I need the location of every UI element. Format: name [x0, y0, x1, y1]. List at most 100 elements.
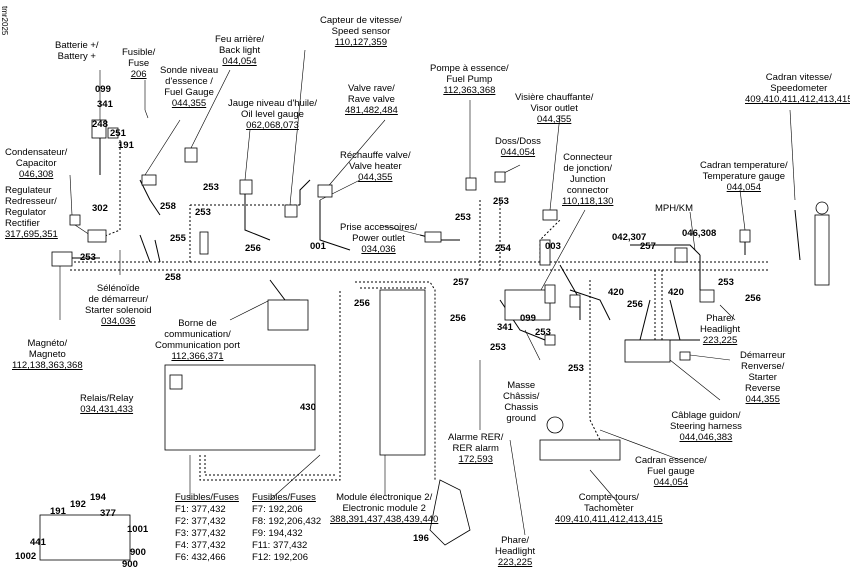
wire-callout: 420 — [668, 287, 684, 298]
wire-callout: 258 — [165, 272, 181, 283]
fuel-gauge-connector — [141, 174, 157, 186]
wire-callout: 255 — [170, 233, 186, 244]
fuse-entry: F7: 192,206 — [252, 504, 303, 515]
visor-outlet-connector — [542, 209, 558, 221]
fuse-entry: F3: 377,432 — [175, 528, 226, 539]
fuel-gauge-dial-label: Cadran essence/ Fuel gauge 044,054 — [635, 455, 707, 488]
battery-label: Batterie +/ Battery + — [55, 40, 99, 62]
rer-alarm-connector — [544, 284, 556, 304]
wire-callout: 302 — [92, 203, 108, 214]
valve-heater-label: Réchauffe valve/ Valve heater 044,355 — [340, 150, 411, 183]
junction-block — [504, 289, 551, 321]
steering-harness-block — [624, 339, 671, 363]
wire-callout: 341 — [97, 99, 113, 110]
back-light-label: Feu arrière/ Back light 044,054 — [215, 34, 265, 67]
visor-outlet-label: Visière chauffante/ Visor outlet 044,355 — [515, 92, 594, 125]
mph-km-label: MPH/KM — [655, 203, 693, 214]
wire-callout: 251 — [110, 128, 126, 139]
fuel-pump-connector — [465, 177, 477, 191]
fuse-entry: F2: 377,432 — [175, 516, 226, 527]
fuse-box-callout: 441 — [30, 537, 46, 548]
fuse-entry: F11: 377,432 — [252, 540, 308, 551]
temperature-gauge-connector — [739, 229, 751, 243]
speedometer-lamp — [815, 201, 829, 215]
comm-port-label: Borne de communication/ Communication po… — [155, 318, 241, 362]
regulator-connector — [87, 229, 107, 243]
power-outlet-connector — [424, 231, 442, 243]
capacitor-label: Condensateur/ Capacitor 046,308 — [5, 147, 68, 180]
oil-gauge-connector — [239, 179, 253, 195]
back-light-connector — [184, 147, 198, 163]
wire-callout: 258 — [160, 201, 176, 212]
fuse-list-right-heading: Fusibles/Fuses — [252, 492, 316, 503]
wire-callout: 341 — [497, 322, 513, 333]
fuse-box-callout: 900 — [130, 547, 146, 558]
speedometer-label: Cadran vitesse/ Speedometer 409,410,411,… — [745, 72, 850, 105]
rave-valve-label: Valve rave/ Rave valve 481,482,484 — [345, 83, 398, 116]
wire-callout: 430 — [300, 402, 316, 413]
fuse-entry: F12: 192,206 — [252, 552, 308, 563]
steering-harness-label: Câblage guidon/ Steering harness 044,046… — [670, 410, 742, 443]
fuse-block-251 — [107, 127, 119, 139]
fuse-label: Fusible/ Fuse 206 — [122, 47, 156, 80]
tachometer-label: Compte-tours/ Tachometer 409,410,411,412… — [555, 492, 663, 525]
headlight-bottom-label: Phare/ Headlight 223,225 — [495, 535, 536, 568]
magneto-connector — [51, 251, 73, 267]
temperature-gauge-label: Cadran temperature/ Temperature gauge 04… — [700, 160, 788, 193]
oil-gauge-label: Jauge niveau d'huile/ Oil level gauge 06… — [228, 98, 317, 131]
wire-callout: 099 — [520, 313, 536, 324]
fuel-gauge-sender-label: Sonde niveau d'essence / Fuel Gauge 044,… — [160, 65, 219, 109]
rer-alarm-label: Alarme RER/ RER alarm 172,593 — [448, 432, 504, 465]
mph-km-switch — [674, 247, 688, 263]
fuse-box-callout: 192 — [70, 499, 86, 510]
fuse-box-exploded — [39, 514, 131, 561]
chassis-ground-terminal — [544, 334, 556, 346]
junction-connector-label: Connecteur de jonction/ Junction connect… — [562, 152, 614, 207]
wire-callout: 257 — [640, 241, 656, 252]
wire-callout: 256 — [245, 243, 261, 254]
fuse-entry: F6: 432,466 — [175, 552, 226, 563]
fuse-box-callout: 1001 — [127, 524, 149, 535]
backrest-connector — [494, 171, 506, 183]
wire-callout: 003 — [545, 241, 561, 252]
wire-callout: 253 — [568, 363, 584, 374]
headlight-bottom-lamp — [546, 416, 564, 434]
speed-sensor-connector — [284, 204, 298, 218]
wire-callout: 253 — [195, 207, 211, 218]
fuse-entry: F1: 377,432 — [175, 504, 226, 515]
fuse-entry: F9: 194,432 — [252, 528, 303, 539]
fuse-box-callout: 191 — [50, 506, 66, 517]
speedometer-connector — [814, 214, 830, 286]
main-harness-trunk — [70, 261, 770, 271]
wire-callout: 001 — [310, 241, 326, 252]
fuse-holder — [91, 119, 107, 139]
wire-callout: 253 — [718, 277, 734, 288]
wire-callout: 256 — [450, 313, 466, 324]
wire-callout: 256 — [745, 293, 761, 304]
power-outlet-label: Prise accessoires/ Power outlet 034,036 — [340, 222, 418, 255]
fuse-entry: F8: 192,206,432 — [252, 516, 322, 527]
headlight-bottom-bulb — [429, 479, 471, 546]
rave-valve-connector — [317, 184, 333, 198]
relay-module — [169, 374, 183, 390]
fuse-entry: F4: 377,432 — [175, 540, 226, 551]
fuse-box-callout: 1002 — [15, 551, 37, 562]
reverse-starter-connector — [679, 351, 691, 361]
junction-connector — [539, 239, 551, 266]
relay-label: Relais/Relay 034,431,433 — [80, 393, 134, 415]
wire-callout: 257 — [453, 277, 469, 288]
fuse-box-callout: 900 — [122, 559, 138, 570]
magneto-label: Magnéto/ Magneto 112,138,363,368 — [12, 338, 83, 371]
fuse-list-right: Fusibles/Fuses F7: 192,206 F8: 192,206,4… — [252, 492, 321, 564]
headlight-right-connector — [699, 289, 715, 303]
speed-sensor-label: Capteur de vitesse/ Speed sensor 110,127… — [320, 15, 402, 48]
fuse-list-left: Fusibles/Fuses F1: 377,432 F2: 377,432 F… — [175, 492, 239, 564]
capacitor-connector — [69, 214, 81, 226]
starter-solenoid-label: Sélénoïde de démarreur/ Starter solenoid… — [85, 283, 152, 327]
fuse-box-callout: 194 — [90, 492, 106, 503]
wire-callout: 253 — [490, 342, 506, 353]
relay-fuse-box — [164, 364, 316, 451]
chassis-ground-label: Masse Châssis/ Chassis ground — [503, 380, 540, 424]
ecm2-label: Module électronique 2/ Electronic module… — [330, 492, 439, 525]
fuel-pump-label: Pompe à essence/ Fuel Pump 112,363,368 — [430, 63, 509, 96]
